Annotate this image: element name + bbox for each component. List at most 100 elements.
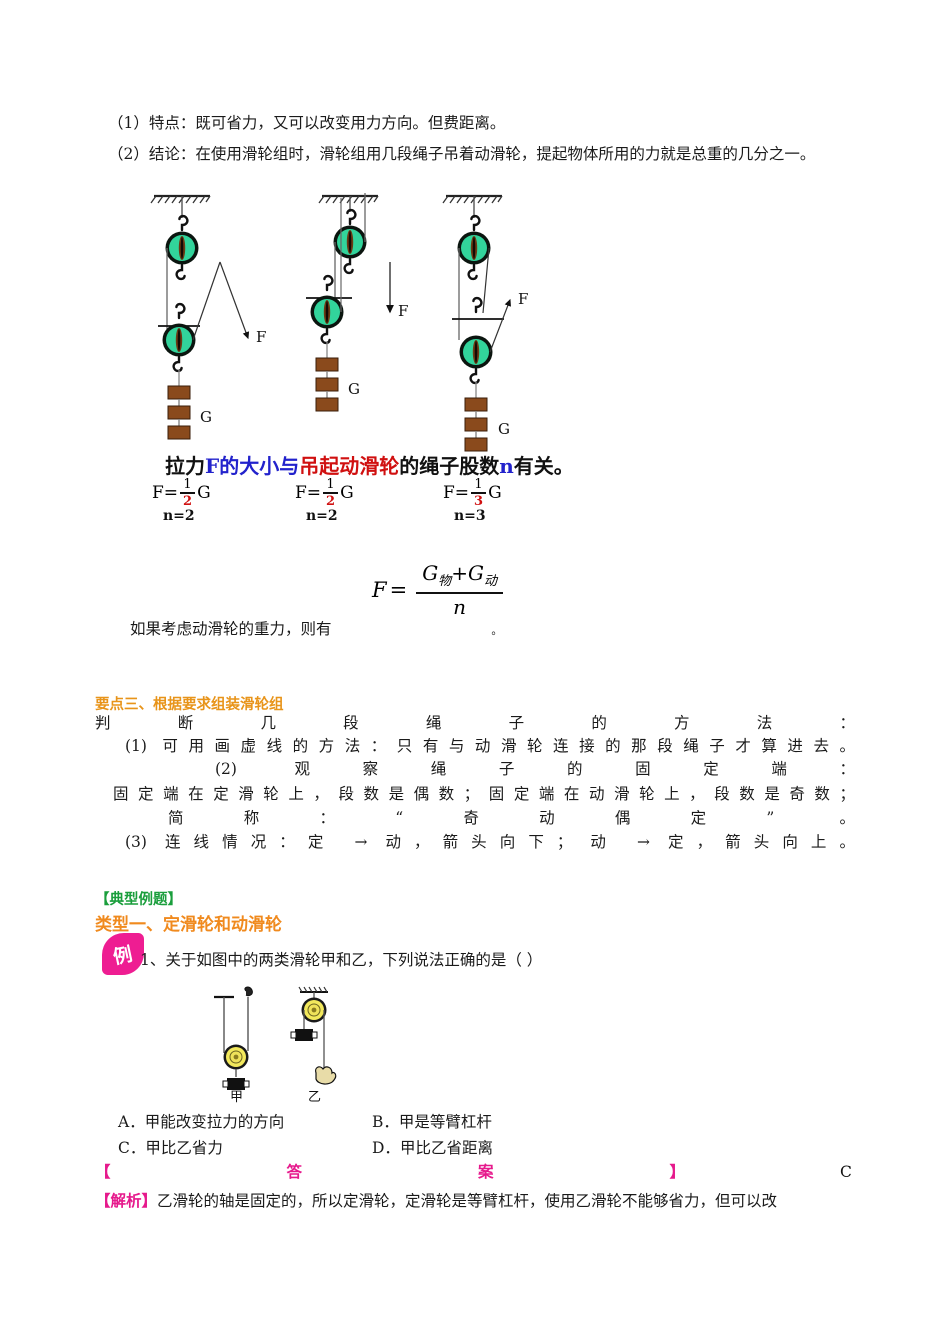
svg-text:F: F	[398, 302, 408, 320]
option-c[interactable]: C．甲比乙省力	[118, 1136, 223, 1158]
svg-text:乙: 乙	[308, 1090, 321, 1103]
section3-heading: 要点三、根据要求组装滑轮组	[95, 697, 284, 713]
eq2-denominator: 2	[326, 493, 336, 509]
bigformula-G-pulley-sub: 动	[483, 574, 497, 589]
bigformula-bar	[416, 591, 503, 594]
equation-3-n: n=3	[454, 508, 486, 524]
eq1-fraction-bar	[180, 492, 196, 494]
option-d-key: D．	[372, 1139, 400, 1157]
eq2-numerator: 1	[326, 477, 335, 492]
analysis-label: 【解析】	[95, 1191, 158, 1210]
option-b[interactable]: B．甲是等臂杠杆	[372, 1110, 492, 1132]
eq2-fraction-bar	[323, 492, 339, 494]
eq3-numerator: 1	[474, 477, 483, 492]
answer-bracket-open: 【	[95, 1162, 111, 1181]
typical-example-heading: 【典型例题】	[95, 892, 182, 908]
gravity-note-period: 。	[491, 624, 503, 637]
force-headline: 拉力F的大小与吊起动滑轮的绳子股数n有关。	[165, 450, 574, 479]
answer-label: 【 答 案 】	[95, 1160, 685, 1182]
eq1-equals: =	[163, 482, 179, 503]
option-c-key: C．	[118, 1139, 146, 1157]
bigformula-plus: +	[451, 561, 468, 585]
bigformula-denominator: n	[453, 594, 467, 619]
headline-seg-2: F的大小	[205, 454, 280, 478]
option-a[interactable]: A．甲能改变拉力的方向	[118, 1110, 284, 1132]
option-d-text: 甲比乙省距离	[399, 1139, 493, 1157]
analysis-text: 乙滑轮的轴是固定的，所以定滑轮，定滑轮是等臂杠杆，使用乙滑轮不能够省力，但可以改	[157, 1192, 778, 1210]
bigformula-fraction: G物+G动 n	[416, 562, 503, 619]
option-d[interactable]: D．甲比乙省距离	[372, 1136, 493, 1158]
headline-seg-3: 与	[279, 454, 300, 478]
eq1-n-label: n=2	[163, 508, 195, 524]
answer-char-2: 案	[477, 1162, 494, 1181]
headline-seg-6: 的绳子股数	[399, 454, 500, 478]
example-badge-char: 例	[111, 942, 135, 969]
option-b-key: B．	[372, 1113, 399, 1131]
eq2-G: G	[340, 482, 354, 503]
headline-seg-8: 有关。	[513, 454, 574, 478]
svg-text:F: F	[518, 290, 528, 308]
svg-text:G: G	[200, 408, 212, 426]
section3-line-5: 简称：“奇动偶定” 。	[168, 809, 855, 827]
option-a-key: A．	[118, 1113, 145, 1131]
eq3-equals: =	[454, 482, 470, 503]
analysis-line: 【解析】乙滑轮的轴是固定的，所以定滑轮，定滑轮是等臂杠杆，使用乙滑轮不能够省力，…	[95, 1190, 777, 1212]
bigformula-G-object: G	[422, 561, 439, 585]
equation-3: F = 1 3 G	[443, 478, 502, 508]
svg-text:G: G	[348, 380, 360, 398]
option-c-text: 甲比乙省力	[145, 1139, 223, 1157]
eq1-G: G	[197, 482, 211, 503]
section3-line-4: 固定端在定滑轮上，段数是偶数；固定端在动滑轮上，段数是奇数；	[113, 785, 855, 803]
bigformula-equals: =	[389, 578, 408, 603]
equation-1: F = 1 2 G	[152, 478, 211, 508]
eq1-fraction: 1 2	[180, 477, 196, 509]
section3-line-3: (2) 观察绳子的固定端：	[215, 760, 855, 778]
eq3-n-label: n=3	[454, 508, 486, 524]
headline-seg-4: 吊起	[299, 454, 340, 478]
eq1-denominator: 2	[183, 493, 193, 509]
type-one-heading: 类型一、定滑轮和动滑轮	[95, 915, 282, 935]
eq3-denominator: 3	[474, 493, 484, 509]
option-a-text: 甲能改变拉力的方向	[144, 1113, 285, 1131]
section3-line-2: (1) 可用画虚线的方法：只有与动滑轮连接的那段绳子才算进去。	[125, 737, 855, 755]
eq1-F: F	[152, 482, 164, 503]
bigformula-G-pulley: G	[467, 561, 484, 585]
eq2-equals: =	[306, 482, 322, 503]
intro-line-2: （2）结论：在使用滑轮组时，滑轮组用几段绳子吊着动滑轮，提起物体所用的力就是总重…	[108, 145, 816, 163]
equation-2: F = 1 2 G	[295, 478, 354, 508]
option-b-text: 甲是等臂杠杆	[398, 1113, 492, 1131]
answer-bracket-close: 】	[669, 1162, 685, 1181]
headline-seg-7: n	[499, 454, 514, 478]
equation-1-n: n=2	[163, 508, 195, 524]
combined-force-formula: F = G物+G动 n	[372, 562, 503, 619]
bigformula-F: F	[372, 578, 387, 603]
svg-text:G: G	[498, 420, 510, 438]
eq3-G: G	[488, 482, 502, 503]
pulley-systems-figure: F G F	[140, 190, 580, 460]
answer-char-1: 答	[286, 1162, 302, 1181]
example-question: 1、关于如图中的两类滑轮甲和乙，下列说法正确的是（ ）	[140, 951, 543, 969]
bigformula-numerator: G物+G动	[416, 562, 503, 590]
eq1-numerator: 1	[183, 477, 192, 492]
gravity-note-line: 如果考虑动滑轮的重力，则有 。	[130, 618, 502, 642]
eq2-F: F	[295, 482, 307, 503]
eq2-fraction: 1 2	[323, 477, 339, 509]
svg-text:甲: 甲	[230, 1090, 243, 1103]
section3-line-6: (3) 连线情况：定 → 动，箭头向下； 动 → 定，箭头向上。	[125, 833, 855, 851]
gravity-note-text: 如果考虑动滑轮的重力，则有	[130, 620, 332, 638]
eq2-n-label: n=2	[306, 508, 338, 524]
answer-value: C	[840, 1163, 852, 1181]
intro-line-1: （1）特点：既可省力，又可以改变用力方向。但费距离。	[108, 114, 506, 132]
eq3-fraction: 1 3	[471, 477, 487, 509]
eq3-F: F	[443, 482, 455, 503]
example-pulley-figure: 甲 乙	[196, 985, 366, 1103]
bigformula-G-object-sub: 物	[438, 574, 452, 589]
headline-seg-5: 动滑轮	[339, 454, 400, 478]
example-badge: 例	[102, 933, 144, 975]
headline-seg-1: 拉力	[165, 454, 205, 478]
section3-line-1: 判断几段绳子的方法：	[95, 714, 855, 732]
answer-row: 【 答 案 】 C	[95, 1160, 855, 1182]
svg-text:F: F	[256, 328, 266, 346]
equation-2-n: n=2	[306, 508, 338, 524]
